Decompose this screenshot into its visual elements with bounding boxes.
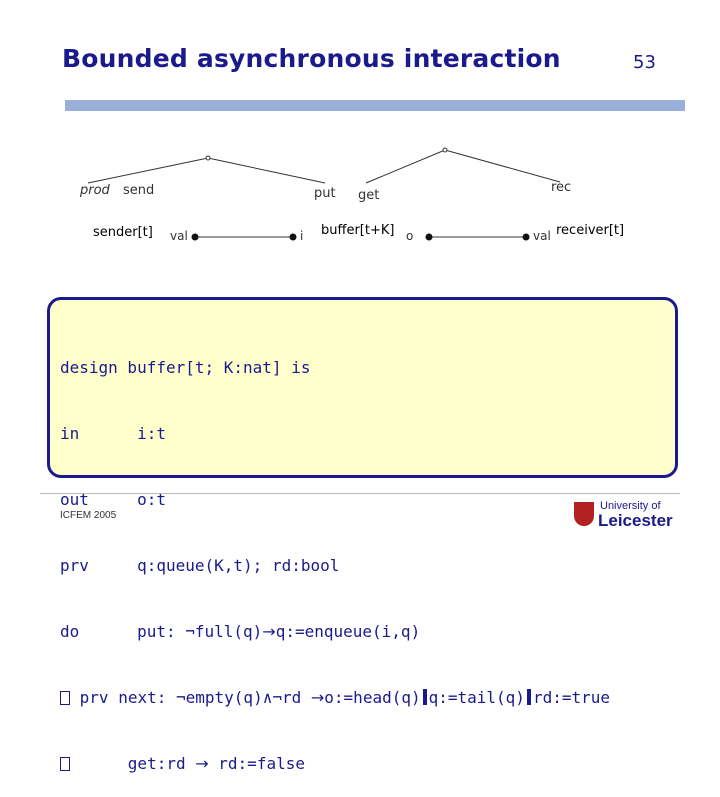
next-action: next: [118,688,167,707]
connector-rec-right [444,149,561,183]
slide-number: 53 [633,52,656,73]
slide-title: Bounded asynchronous interaction [62,44,561,73]
arrow-icon: → [310,688,325,707]
label-prod: prod [80,183,110,198]
port-i [289,233,297,241]
footer-conference: ICFEM 2005 [60,510,117,521]
choice-box-icon [60,691,70,705]
logo-leicester: Leicester [598,511,673,530]
label-send: send [123,183,155,198]
parallel-separator-icon [422,689,427,705]
label-receiver: receiver[t] [556,223,625,238]
connector-prod-left [87,157,209,184]
port-val-out [191,233,199,241]
connector-node-1 [205,155,211,161]
keyword-prv: prv [60,556,89,575]
title-underline-bar [65,100,685,111]
connector-put-right [207,157,326,184]
label-val-in: val [533,229,551,243]
label-sender: sender[t] [93,225,153,240]
code-line-in: in i:t [60,423,610,445]
arrow-icon: → [262,622,276,641]
choice-box-icon [60,757,70,771]
out-value: o:t [137,490,166,509]
port-val-in [522,233,530,241]
next-guard: ¬empty(q)∧¬rd [176,688,302,707]
label-get: get [358,188,380,203]
code-line-next: prv next: ¬empty(q)∧¬rd →o:=head(q) q:=ta… [60,687,610,709]
label-rec: rec [551,180,572,195]
label-buffer: buffer[t+K] [321,223,395,238]
label-o: o [406,229,414,243]
design-code: design buffer[t; K:nat] is in i:t out o:… [60,313,610,797]
in-value: i:t [137,424,166,443]
code-line-out: out o:t [60,489,610,511]
shield-icon [574,502,594,526]
next-effect-tail: q:=tail(q) [428,688,525,707]
university-logo: University of Leicester [574,500,684,530]
keyword-out: out [60,490,89,509]
connector-get-left [365,149,446,184]
put-effect: q:=enqueue(i,q) [275,622,421,641]
prv-value: q:queue(K,t); rd:bool [137,556,340,575]
code-line-get: get:rd → rd:=false [60,753,610,775]
put-action: put: [137,622,176,641]
keyword-in: in [60,424,80,443]
code-line-prv: prv q:queue(K,t); rd:bool [60,555,610,577]
architecture-diagram [87,147,561,241]
logo-university-of: University of [600,500,661,512]
label-put: put [314,186,336,201]
code-line-design: design buffer[t; K:nat] is [60,358,311,377]
port-o [425,233,433,241]
keyword-prv-2: prv [79,688,109,707]
keyword-do: do [60,622,80,641]
connector-node-2 [442,147,448,153]
get-effect: rd:=false [218,754,305,773]
footer-divider [40,493,680,494]
arrow-icon: → [195,754,209,773]
put-guard: ¬full(q) [185,622,263,641]
label-i: i [300,229,304,243]
parallel-separator-icon [526,689,531,705]
next-effect-rd: rd:=true [532,688,610,707]
code-line-do: do put: ¬full(q)→q:=enqueue(i,q) [60,621,610,643]
code-panel [47,297,678,478]
label-val-out: val [170,229,188,243]
get-action: get:rd [127,754,186,773]
next-effect-head: o:=head(q) [324,688,421,707]
